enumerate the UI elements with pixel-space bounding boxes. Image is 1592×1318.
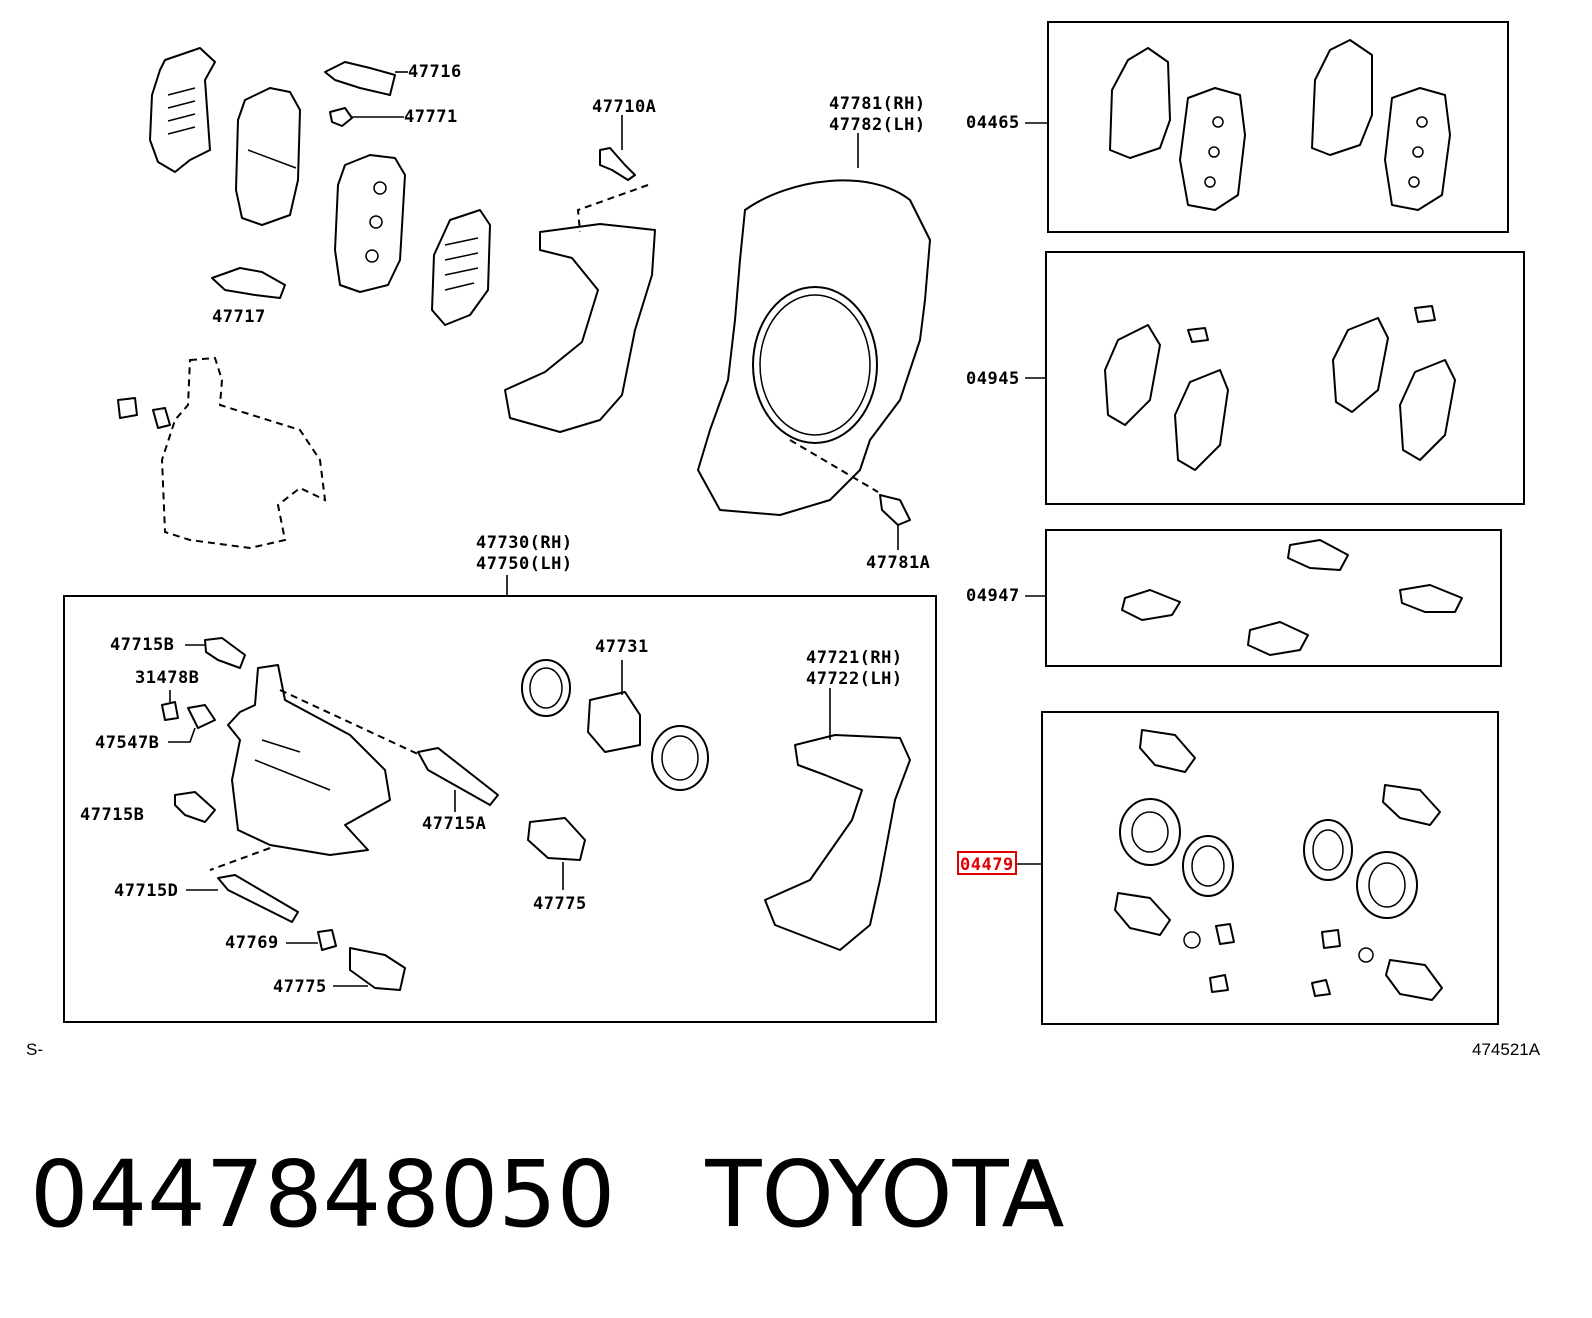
caliper-body [209, 664, 421, 871]
shim-kit-04945-parts [1104, 305, 1456, 471]
clip-kit-04947-parts [1121, 539, 1463, 656]
kit-box-04947 [1045, 529, 1502, 667]
piston-47731 [587, 691, 641, 753]
bleeder-47547b [187, 704, 216, 729]
callout-47771: 47771 [404, 107, 458, 127]
brake-pad-inner [334, 154, 406, 293]
callout-47716: 47716 [408, 62, 462, 82]
part-caption: 0447848050 TOYOTA [30, 1125, 1065, 1265]
callout-47547b: 47547B [95, 733, 159, 753]
torque-plate-47710 [504, 147, 656, 433]
disc-brake-dust-cover [697, 179, 931, 526]
caliper-phantom [117, 356, 327, 550]
callout-47715a: 47715A [422, 814, 486, 834]
clip-47771 [329, 107, 353, 127]
anti-squeal-shim-outer [149, 47, 216, 173]
pad-kit-04465-parts [1109, 39, 1451, 211]
callout-47715b-mid: 47715B [80, 805, 144, 825]
callout-47722-lh: 47722(LH) [806, 669, 903, 689]
callout-04479: 04479 [960, 855, 1014, 875]
callout-47781-rh: 47781(RH) [829, 94, 926, 114]
cap-31478b [161, 701, 179, 721]
callout-47715d: 47715D [114, 881, 178, 901]
callout-47731: 47731 [595, 637, 649, 657]
seal-47731-ring [521, 659, 571, 717]
mounting-bracket-47721 [764, 734, 911, 951]
parts-diagram: 47716 47771 47717 47710A 47781(RH) 47782… [26, 21, 1541, 1059]
callout-47717: 47717 [212, 307, 266, 327]
anti-squeal-shim-inner [431, 209, 491, 326]
callout-47730-rh: 47730(RH) [476, 533, 573, 553]
brand-name: TOYOTA [705, 1141, 1065, 1248]
bolt-47715b-top [204, 637, 246, 669]
callout-47750-lh: 47750(LH) [476, 554, 573, 574]
callout-47769: 47769 [225, 933, 279, 953]
bolt-47715b-mid [174, 791, 216, 823]
callout-47782-lh: 47782(LH) [829, 115, 926, 135]
callout-04947: 04947 [966, 586, 1020, 606]
seal-kit-04479-parts [1114, 729, 1443, 1001]
callout-47781a: 47781A [866, 553, 930, 573]
kit-box-04465 [1047, 21, 1509, 233]
corner-mark-left: S- [26, 1040, 43, 1059]
callout-47715b-top: 47715B [110, 635, 174, 655]
clip-47716 [324, 61, 396, 96]
brake-pad-outer [235, 87, 301, 226]
boot-47775-bottom [349, 947, 406, 991]
caliper-assembly-box [63, 595, 937, 1023]
highlight-04479 [957, 851, 1017, 875]
callout-04945: 04945 [966, 369, 1020, 389]
illustration-code: 474521A [1472, 1040, 1541, 1059]
callout-47775-mid: 47775 [533, 894, 587, 914]
part-number: 0447848050 [30, 1141, 616, 1248]
callout-47710a: 47710A [592, 97, 656, 117]
callout-04465: 04465 [966, 113, 1020, 133]
callout-31478b: 31478B [135, 668, 199, 688]
boot-47775-mid [527, 817, 586, 861]
bushing-47769 [317, 929, 337, 951]
pin-47715d [217, 874, 299, 923]
callout-47775-bottom: 47775 [273, 977, 327, 997]
kit-box-04945 [1045, 251, 1525, 505]
callout-47721-rh: 47721(RH) [806, 648, 903, 668]
boot-ring [651, 725, 709, 791]
pin-47715a [417, 747, 499, 806]
kit-box-04479 [1041, 711, 1499, 1025]
clip-47717 [211, 267, 286, 299]
